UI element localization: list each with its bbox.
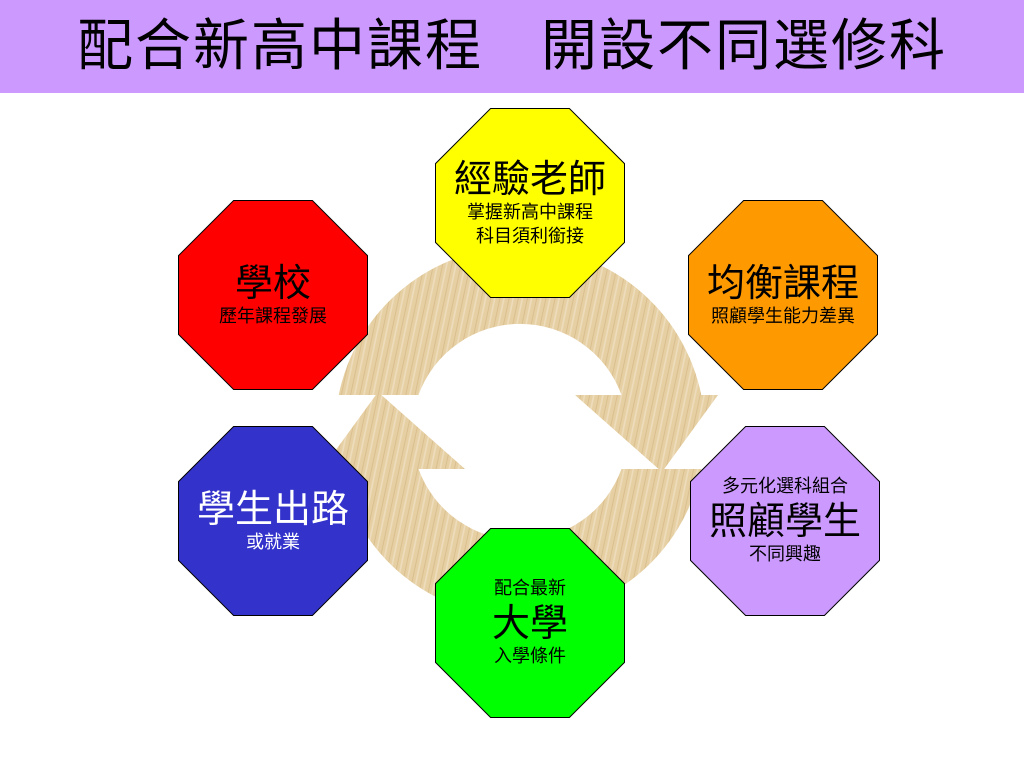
node-experienced-teachers: 經驗老師 掌握新高中課程 科目須利銜接	[435, 108, 625, 298]
node-balanced-curriculum: 均衡課程 照顧學生能力差異	[688, 200, 878, 390]
title-bar: 配合新高中課程 開設不同選修科	[0, 0, 1024, 93]
node-label: 多元化選科組合 照顧學生 不同興趣	[690, 426, 880, 616]
node-note: 歷年課程發展	[219, 306, 327, 327]
node-care-for-students: 多元化選科組合 照顧學生 不同興趣	[690, 426, 880, 616]
octagon-fill	[435, 108, 625, 298]
octagon-shape	[435, 108, 625, 298]
node-note: 多元化選科組合	[722, 476, 848, 497]
node-school: 學校 歷年課程發展	[178, 200, 368, 390]
octagon-fill	[688, 200, 878, 390]
slide-title: 配合新高中課程 開設不同選修科	[77, 13, 947, 79]
node-note: 照顧學生能力差異	[711, 306, 855, 327]
octagon-shape	[435, 528, 625, 718]
node-title: 學校	[234, 261, 311, 305]
node-university: 配合最新 大學 入學條件	[435, 528, 625, 718]
node-label: 學校 歷年課程發展	[178, 200, 368, 390]
node-title: 照顧學生	[708, 499, 861, 543]
node-note: 入學條件	[494, 646, 566, 667]
node-title: 經驗老師	[453, 157, 606, 201]
node-title: 學生出路	[196, 487, 349, 531]
node-title: 均衡課程	[706, 261, 859, 305]
node-label: 學生出路 或就業	[178, 426, 368, 616]
cycle-arrow-lower-texture	[322, 392, 702, 618]
octagon-fill	[690, 426, 880, 616]
node-label: 經驗老師 掌握新高中課程 科目須利銜接	[435, 108, 625, 298]
node-note: 配合最新	[494, 578, 566, 599]
node-student-pathways: 學生出路 或就業	[178, 426, 368, 616]
node-note: 或就業	[246, 532, 300, 553]
cycle-arrow-upper-texture	[338, 246, 718, 472]
octagon-fill	[435, 528, 625, 718]
node-note: 不同興趣	[749, 544, 821, 565]
octagon-shape	[688, 200, 878, 390]
node-label: 均衡課程 照顧學生能力差異	[688, 200, 878, 390]
octagon-shape	[178, 426, 368, 616]
octagon-fill	[178, 200, 368, 390]
octagon-shape	[178, 200, 368, 390]
octagon-shape	[690, 426, 880, 616]
node-title: 大學	[491, 601, 568, 645]
node-label: 配合最新 大學 入學條件	[435, 528, 625, 718]
octagon-fill	[178, 426, 368, 616]
node-note: 掌握新高中課程	[467, 202, 593, 223]
node-note: 科目須利銜接	[476, 226, 584, 247]
